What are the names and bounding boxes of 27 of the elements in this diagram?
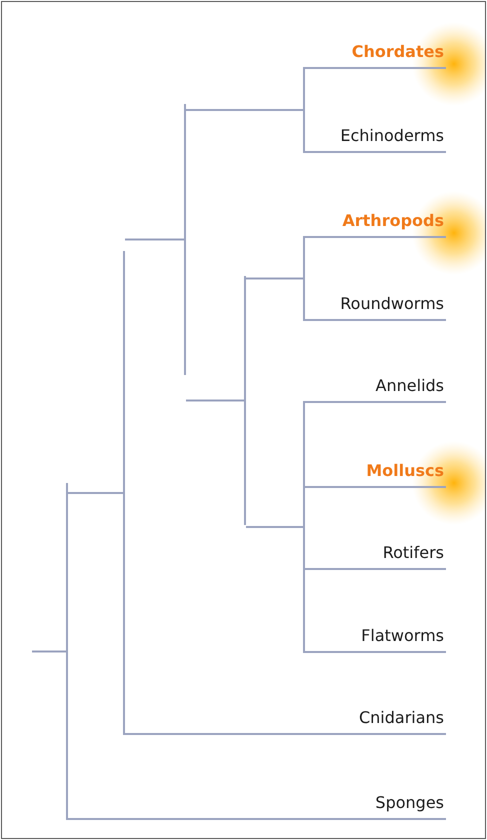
branch-line	[246, 526, 303, 528]
taxon-label: Molluscs	[366, 461, 444, 481]
branch-line	[305, 319, 446, 321]
taxon-label: Sponges	[375, 793, 444, 813]
taxon-label: Rotifers	[382, 543, 444, 563]
taxon-label: Roundworms	[340, 294, 444, 314]
taxon-label: Flatworms	[361, 626, 444, 646]
taxon-label: Arthropods	[342, 211, 444, 231]
taxon-label: Chordates	[352, 42, 444, 62]
branch-line	[305, 568, 446, 570]
taxon-label: Cnidarians	[358, 708, 444, 728]
branch-line	[305, 236, 446, 238]
branch-line	[32, 650, 66, 652]
branch-line	[246, 278, 303, 280]
branch-line	[125, 733, 446, 735]
taxon-label: Echinoderms	[340, 126, 444, 146]
branch-line	[305, 651, 446, 653]
branch-line	[305, 486, 446, 488]
branch-line	[68, 818, 446, 820]
branch-line	[305, 151, 446, 153]
branch-line	[305, 401, 446, 403]
branch-line	[186, 109, 303, 111]
taxon-label: Annelids	[376, 376, 444, 396]
branch-line	[305, 67, 446, 69]
branch-line	[68, 492, 123, 494]
branch-line	[186, 400, 244, 402]
branch-line	[125, 238, 184, 240]
